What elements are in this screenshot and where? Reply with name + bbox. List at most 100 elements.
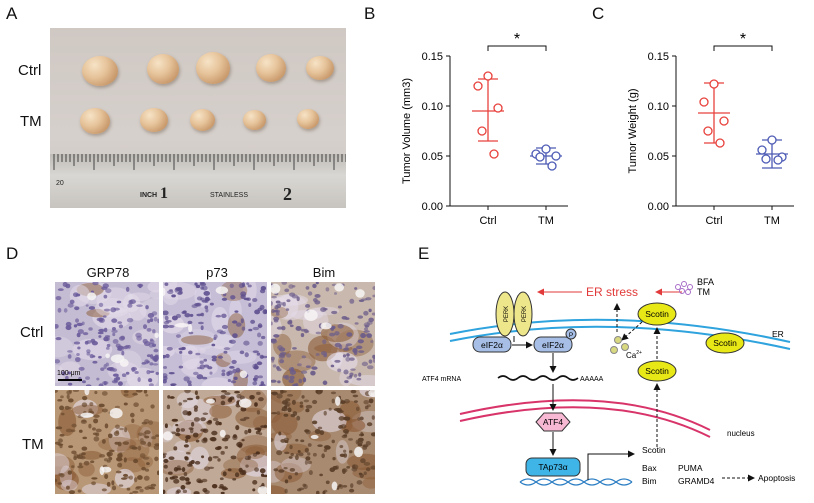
- cell-nucleus: [104, 423, 109, 429]
- cell-nucleus: [342, 354, 347, 358]
- tissue-patch: [274, 462, 303, 483]
- cell-nucleus: [339, 453, 346, 458]
- cell-nucleus: [343, 434, 348, 437]
- cell-nucleus: [68, 445, 74, 448]
- cell-nucleus: [255, 451, 260, 455]
- cell-nucleus: [105, 288, 112, 294]
- cell-nucleus: [122, 473, 129, 477]
- cell-nucleus: [258, 397, 264, 402]
- tumor-ctrl-2: [147, 54, 179, 84]
- cell-nucleus: [205, 308, 209, 313]
- cell-nucleus: [370, 432, 375, 437]
- cell-nucleus: [185, 435, 191, 440]
- cell-nucleus: [111, 329, 118, 333]
- cell-nucleus: [198, 321, 204, 325]
- cell-nucleus: [141, 467, 147, 471]
- tumor-tm-3: [190, 109, 215, 131]
- cell-nucleus: [235, 322, 242, 327]
- cell-nucleus: [314, 300, 321, 305]
- cell-nucleus: [98, 302, 104, 307]
- cell-nucleus: [363, 471, 367, 476]
- cell-nucleus: [175, 427, 181, 433]
- cell-nucleus: [92, 360, 98, 364]
- cell-nucleus: [201, 455, 205, 459]
- cell-nucleus: [143, 324, 148, 330]
- cell-nucleus: [285, 308, 290, 311]
- cell-nucleus: [222, 471, 227, 477]
- cell-nucleus: [280, 390, 284, 394]
- cell-nucleus: [209, 371, 213, 375]
- cell-nucleus: [81, 380, 86, 384]
- cell-nucleus: [175, 287, 181, 291]
- cell-nucleus: [118, 336, 125, 341]
- cell-nucleus: [248, 328, 253, 332]
- nucleus-membrane-inner: [459, 406, 711, 438]
- tissue-gap: [188, 323, 193, 333]
- cell-nucleus: [363, 310, 369, 316]
- cell-nucleus: [57, 307, 62, 313]
- cell-nucleus: [207, 366, 213, 370]
- tissue-gap: [174, 323, 189, 328]
- tissue-gap: [80, 412, 94, 418]
- tissue-patch: [281, 457, 311, 474]
- cell-nucleus: [337, 323, 344, 329]
- y-axis-label: Tumor Weight (g): [627, 89, 639, 174]
- cell-nucleus: [315, 282, 319, 285]
- cell-nucleus: [193, 405, 199, 410]
- cell-nucleus: [125, 371, 130, 375]
- cell-nucleus: [94, 390, 98, 395]
- cell-nucleus: [194, 302, 201, 307]
- cell-nucleus: [119, 427, 124, 431]
- row-label-ctrl-d: Ctrl: [20, 324, 44, 341]
- cell-nucleus: [286, 299, 291, 303]
- cell-nucleus: [357, 315, 364, 319]
- cell-nucleus: [85, 384, 92, 386]
- cell-nucleus: [259, 304, 265, 310]
- cell-nucleus: [223, 350, 228, 354]
- polya-label: AAAAA: [580, 376, 604, 383]
- cell-nucleus: [232, 478, 237, 481]
- tissue-gap: [334, 283, 345, 292]
- cell-nucleus: [155, 434, 159, 437]
- cell-nucleus: [281, 282, 288, 285]
- cell-nucleus: [85, 376, 91, 380]
- cell-nucleus: [287, 407, 292, 413]
- cell-nucleus: [150, 404, 155, 409]
- cell-nucleus: [91, 481, 96, 486]
- cell-nucleus: [249, 394, 255, 400]
- cell-nucleus: [221, 390, 227, 393]
- cell-nucleus: [240, 318, 244, 324]
- cell-nucleus: [123, 402, 128, 406]
- cell-nucleus: [275, 309, 280, 314]
- cell-nucleus: [288, 284, 294, 289]
- cell-nucleus: [321, 453, 325, 459]
- cell-nucleus: [193, 491, 200, 494]
- cell-nucleus: [208, 466, 215, 470]
- cell-nucleus: [211, 430, 218, 436]
- cell-nucleus: [85, 304, 89, 307]
- cell-nucleus: [182, 410, 189, 416]
- cell-nucleus: [137, 377, 141, 383]
- cell-nucleus: [154, 354, 159, 358]
- cell-nucleus: [183, 444, 189, 448]
- cell-nucleus: [243, 297, 250, 301]
- cell-nucleus: [115, 376, 121, 381]
- cell-nucleus: [227, 379, 231, 383]
- cell-nucleus: [344, 399, 350, 404]
- cell-nucleus: [143, 419, 150, 424]
- tissue-patch: [72, 338, 113, 361]
- cell-nucleus: [319, 390, 323, 394]
- cell-nucleus: [111, 480, 115, 486]
- cell-nucleus: [366, 404, 371, 408]
- tissue-patch: [172, 420, 207, 435]
- tissue-gap: [101, 466, 112, 473]
- cell-nucleus: [63, 308, 68, 313]
- ihc-tm-grp78: [55, 390, 159, 494]
- cell-nucleus: [330, 391, 337, 395]
- tumor-tm-1: [80, 108, 110, 134]
- cell-nucleus: [176, 489, 181, 494]
- cell-nucleus: [260, 286, 267, 291]
- col-label-p73: p73: [206, 265, 228, 280]
- cell-nucleus: [195, 352, 201, 356]
